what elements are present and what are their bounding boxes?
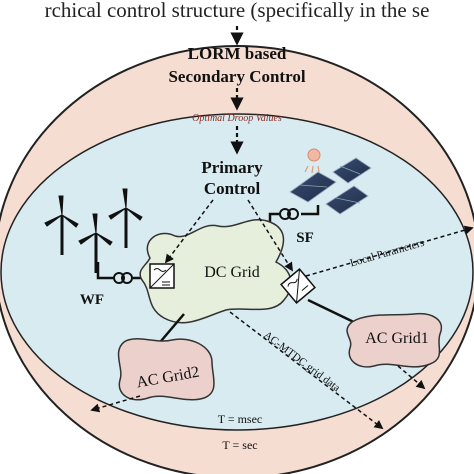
sf-label: SF (296, 230, 314, 246)
local-parameters-arrow (305, 225, 474, 277)
primary-control-line2: Control (204, 179, 261, 198)
secondary-control-line2: Secondary Control (168, 67, 305, 86)
droop-values-label: Optimal Droop Values (192, 113, 282, 124)
ac-grid1-label: AC Grid1 (365, 330, 429, 347)
wind-turbine-icon (44, 188, 143, 273)
solar-panel-icon (289, 157, 372, 215)
tau-sec-label: T = sec (222, 438, 257, 452)
header-caption: rchical control structure (specifically … (45, 0, 430, 22)
wf-converter-icon (149, 263, 175, 289)
ac-grid2-down-arrow (90, 395, 141, 413)
sf-converter-icon (280, 268, 316, 304)
ac-grid1-shape (346, 312, 443, 368)
acmtdc-data-arrow (229, 311, 384, 430)
dc-grid-label: DC Grid (204, 264, 260, 281)
secondary-control-line1: LORM based (188, 44, 287, 63)
ac-grid2-shape (117, 338, 215, 401)
primary-control-line1: Primary (201, 158, 263, 177)
wf-label: WF (80, 292, 104, 308)
wf-feeder-line (96, 262, 114, 280)
sf-feeder-line (301, 205, 320, 216)
ac-grid1-down-arrow (397, 365, 426, 390)
primary-to-wf-converter-arrow (164, 199, 214, 264)
tau-msec-label: T = msec (218, 412, 263, 426)
sun-icon (304, 148, 321, 174)
